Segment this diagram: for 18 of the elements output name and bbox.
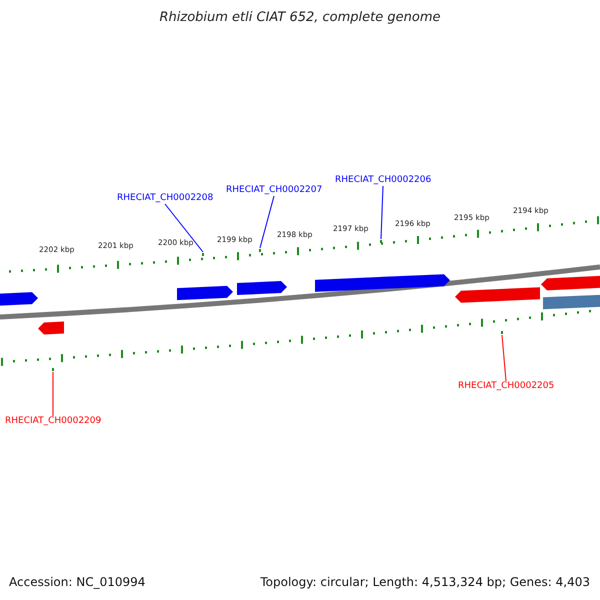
title: Rhizobium etli CIAT 652, complete genome <box>158 11 442 24</box>
gene-label: RHECIAT_CH0002207 <box>226 186 322 195</box>
tick-mark <box>380 240 382 243</box>
genome-summary: Topology: circular; Length: 4,513,324 bp; Genes: 4,403 <box>260 576 590 588</box>
tick-mark <box>202 253 204 256</box>
leader-line <box>380 186 384 240</box>
leader-line <box>502 334 506 382</box>
gene-label: RHECIAT_CH0002208 <box>117 194 214 203</box>
accession-text: Accession: NC_010994 <box>9 576 146 588</box>
tick-mark <box>52 368 54 371</box>
tick-mark <box>259 249 261 252</box>
gene-label: RHECIAT_CH0002209 <box>5 417 102 426</box>
leader-line <box>52 372 54 416</box>
tick-mark <box>501 331 503 334</box>
gene-label: RHECIAT_CH0002205 <box>458 382 554 391</box>
leader-line <box>164 204 204 252</box>
gene-label: RHECIAT_CH0002206 <box>335 176 432 185</box>
leader-line <box>260 196 274 248</box>
